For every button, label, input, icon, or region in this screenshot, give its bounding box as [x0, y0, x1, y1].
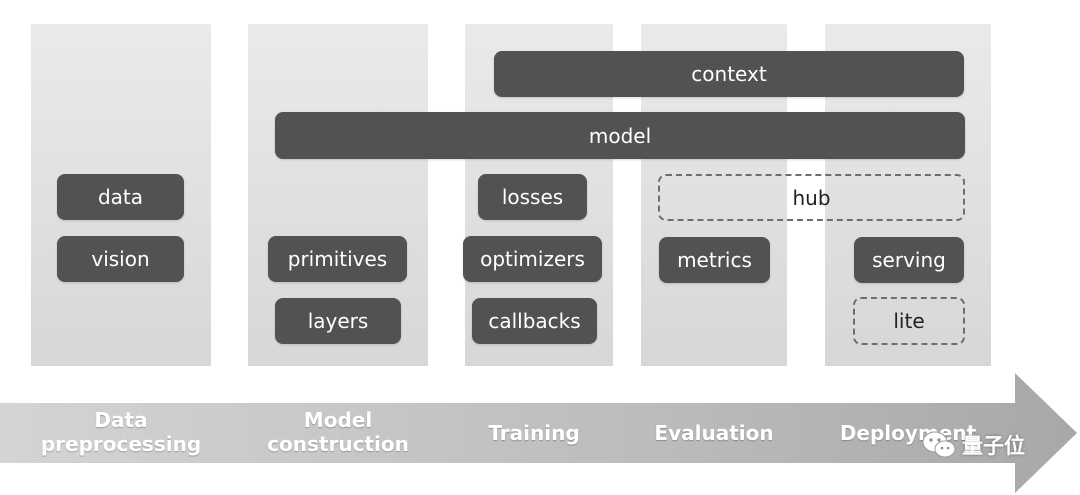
module-optimizers: optimizers: [463, 236, 602, 282]
stage-data-preprocessing: Data preprocessing: [40, 408, 202, 456]
stage-evaluation: Evaluation: [654, 421, 774, 445]
module-hub: hub: [658, 174, 965, 221]
stage-training: Training: [488, 421, 580, 445]
module-losses: losses: [478, 174, 587, 220]
module-context: context: [494, 51, 964, 97]
watermark: 量子位: [922, 430, 1025, 460]
wechat-icon: [922, 431, 956, 458]
module-serving: serving: [854, 237, 964, 283]
module-data: data: [57, 174, 184, 220]
watermark-text: 量子位: [962, 434, 1025, 458]
module-model: model: [275, 112, 965, 159]
module-lite: lite: [853, 297, 965, 345]
pipeline-arrow: [0, 373, 1077, 493]
module-callbacks: callbacks: [472, 298, 597, 344]
stage-model-construction: Model construction: [267, 408, 409, 456]
module-primitives: primitives: [268, 236, 407, 282]
stage-deployment: Deployment: [839, 421, 977, 445]
module-vision: vision: [57, 236, 184, 282]
module-metrics: metrics: [659, 237, 770, 283]
module-layers: layers: [275, 298, 401, 344]
